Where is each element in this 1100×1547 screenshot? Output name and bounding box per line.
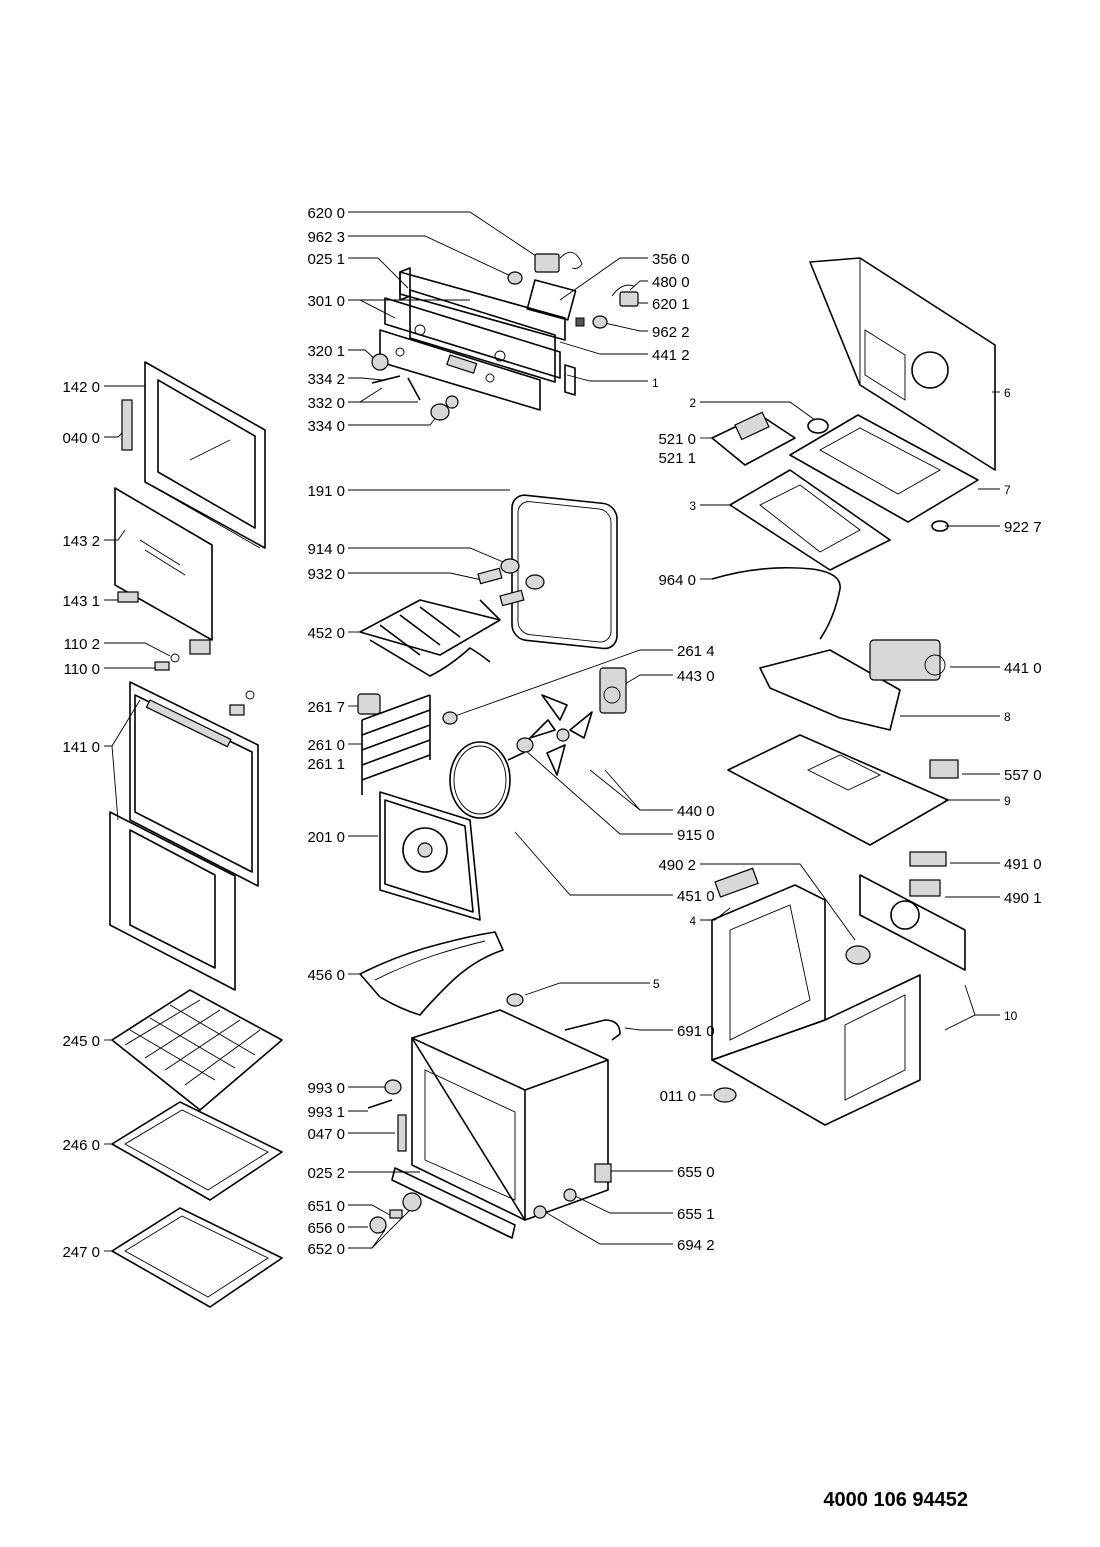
label-301-0: 301 0 [307,293,345,310]
label-011-0: 011 0 [660,1088,696,1105]
insulation-plate [729,469,891,571]
label-655-0: 655 0 [677,1164,715,1181]
part-labels: 620 0 962 3 025 1 301 0 320 1 334 2 332 … [62,205,1041,1261]
door-frame [121,361,266,549]
label-4: 4 [689,914,696,928]
roasting-pan [111,1207,283,1308]
label-480-0: 480 0 [652,274,690,291]
label-143-2: 143 2 [62,533,100,550]
label-261-1: 261 1 [307,756,345,773]
document-number: 4000 106 94452 [823,1489,968,1511]
label-6: 6 [1004,386,1011,400]
bushings [477,558,545,607]
shelf-supports [357,693,458,795]
label-651-0: 651 0 [307,1198,345,1215]
label-110-2: 110 2 [64,636,100,653]
label-490-1: 490 1 [1004,890,1042,907]
label-914-0: 914 0 [307,541,345,558]
label-047-0: 047 0 [307,1126,345,1143]
label-620-0: 620 0 [307,205,345,222]
label-922-7: 922 7 [1004,519,1042,536]
label-191-0: 191 0 [307,483,345,500]
label-10: 10 [1004,1009,1018,1023]
label-261-4: 261 4 [677,643,715,660]
bottom-small-parts [369,993,621,1234]
label-3: 3 [689,499,696,513]
label-8: 8 [1004,710,1011,724]
label-441-2: 441 2 [652,347,690,364]
top-knobs-switches [371,251,639,421]
label-652-0: 652 0 [307,1241,345,1258]
label-521-0: 521 0 [658,431,696,448]
label-655-1: 655 1 [677,1206,715,1223]
label-025-2: 025 2 [307,1165,345,1182]
baking-tray [111,1101,283,1201]
label-962-3: 962 3 [307,229,345,246]
outer-casing [711,851,966,1126]
bottom-plate [727,734,959,846]
label-915-0: 915 0 [677,827,715,844]
circular-element [449,741,526,819]
electronics-board [711,411,829,466]
label-356-0: 356 0 [652,251,690,268]
label-142-0: 142 0 [62,379,100,396]
label-320-1: 320 1 [307,343,345,360]
label-521-1: 521 1 [658,450,696,467]
label-440-0: 440 0 [677,803,715,820]
label-201-0: 201 0 [307,829,345,846]
label-451-0: 451 0 [677,888,715,905]
label-5: 5 [653,977,660,991]
label-141-0: 141 0 [62,739,100,756]
door-outer-panel [109,681,259,991]
top-cover [809,257,996,471]
cooling-fan-bracket [759,639,946,731]
label-443-0: 443 0 [677,668,715,685]
label-110-0: 110 0 [64,661,100,678]
label-025-1: 025 1 [307,251,345,268]
cooling-pipe [711,566,841,640]
label-1: 1 [652,376,659,390]
door-hinges [117,591,255,700]
fan-motor [516,667,627,776]
inner-top-plate [789,414,979,532]
label-261-0: 261 0 [307,737,345,754]
label-490-2: 490 2 [658,857,696,874]
label-694-2: 694 2 [677,1237,715,1254]
wire-shelf [111,989,283,1111]
label-441-0: 441 0 [1004,660,1042,677]
label-332-0: 332 0 [307,395,345,412]
label-247-0: 247 0 [62,1244,100,1261]
label-040-0: 040 0 [62,430,100,447]
label-993-0: 993 0 [307,1080,345,1097]
label-7: 7 [1004,483,1011,497]
grill-element [359,599,501,677]
label-557-0: 557 0 [1004,767,1042,784]
label-334-0: 334 0 [307,418,345,435]
door-glass-inner [114,487,213,641]
label-143-1: 143 1 [62,593,100,610]
label-691-0: 691 0 [677,1023,715,1040]
label-9: 9 [1004,794,1011,808]
label-246-0: 246 0 [62,1137,100,1154]
label-2: 2 [689,396,696,410]
label-962-2: 962 2 [652,324,690,341]
label-656-0: 656 0 [307,1220,345,1237]
label-261-7: 261 7 [307,699,345,716]
door-seal [511,494,618,650]
label-620-1: 620 1 [652,296,690,313]
label-932-0: 932 0 [307,566,345,583]
label-245-0: 245 0 [62,1033,100,1050]
label-964-0: 964 0 [658,572,696,589]
label-491-0: 491 0 [1004,856,1042,873]
bottom-element [359,931,504,1016]
oven-cavity [367,1009,609,1239]
label-993-1: 993 1 [307,1104,345,1121]
label-452-0: 452 0 [307,625,345,642]
label-334-2: 334 2 [307,371,345,388]
label-456-0: 456 0 [307,967,345,984]
rear-panel [379,791,481,921]
control-panel-assembly [379,267,576,411]
